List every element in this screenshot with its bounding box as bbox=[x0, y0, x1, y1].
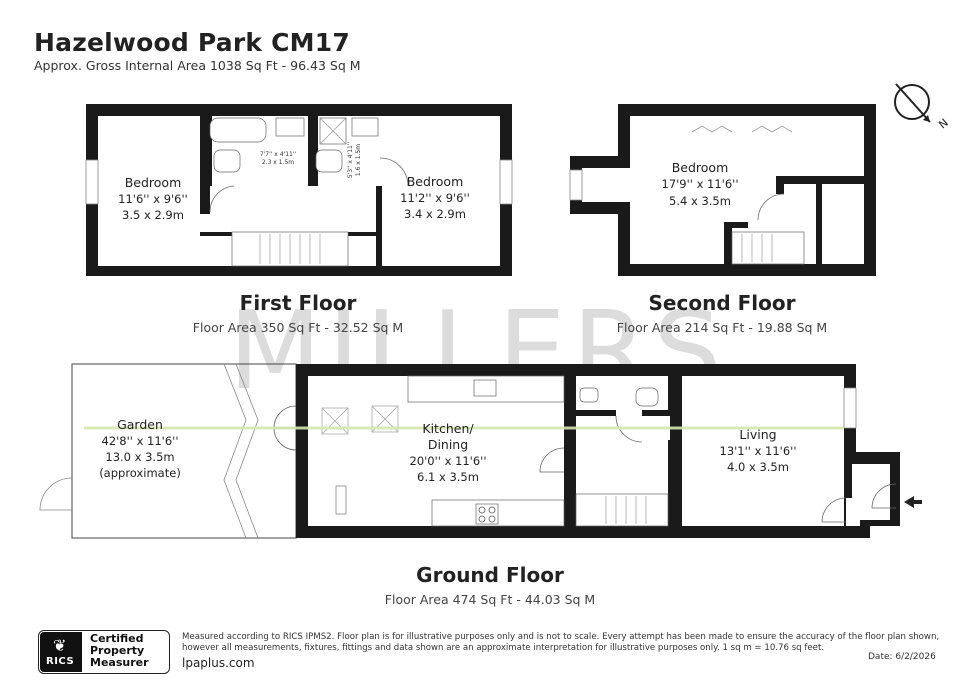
plan-date: Date: 6/2/2026 bbox=[868, 652, 936, 662]
garden-name: Garden bbox=[117, 417, 163, 432]
first-bedroom-1-metric: 3.5 x 2.9m bbox=[122, 208, 184, 222]
website-link[interactable]: lpaplus.com bbox=[182, 656, 255, 670]
ground-floor-label: Ground Floor bbox=[416, 563, 564, 587]
first-bath-2-metric: 1.6 x 1.5m bbox=[355, 144, 362, 176]
ground-floor-area: Floor Area 474 Sq Ft - 44.03 Sq M bbox=[385, 592, 595, 607]
first-bedroom-1-name: Bedroom bbox=[125, 175, 182, 190]
rics-certified-badge bbox=[38, 630, 170, 674]
first-bedroom-2-name: Bedroom bbox=[407, 174, 464, 189]
first-floor-area: Floor Area 350 Sq Ft - 32.52 Sq M bbox=[193, 320, 403, 335]
living-imperial: 13'1'' x 11'6'' bbox=[720, 444, 797, 458]
first-bedroom-1-imperial: 11'6'' x 9'6'' bbox=[118, 192, 188, 206]
ground-floor-plan bbox=[39, 363, 922, 539]
cert-line-3: Measurer bbox=[90, 656, 149, 669]
first-floor-plan bbox=[85, 104, 513, 276]
plan-title: Hazelwood Park CM17 bbox=[34, 28, 350, 57]
second-bedroom-imperial: 17'9'' x 11'6'' bbox=[662, 177, 739, 191]
compass-icon bbox=[894, 83, 931, 123]
kitchen-name-1: Kitchen/ bbox=[422, 421, 474, 436]
rics-logo-text: RICS bbox=[46, 656, 75, 667]
living-metric: 4.0 x 3.5m bbox=[727, 460, 789, 474]
garden-metric: 13.0 x 3.5m bbox=[105, 450, 174, 464]
second-floor-label: Second Floor bbox=[649, 291, 796, 315]
first-bath-1-metric: 2.3 x 1.5m bbox=[262, 159, 294, 166]
first-floor-label: First Floor bbox=[240, 291, 357, 315]
garden-imperial: 42'8'' x 11'6'' bbox=[102, 434, 179, 448]
kitchen-imperial: 20'0'' x 11'6'' bbox=[410, 454, 487, 468]
kitchen-metric: 6.1 x 3.5m bbox=[417, 470, 479, 484]
cert-line-1: Certified bbox=[90, 632, 144, 645]
compass-label: N bbox=[936, 116, 951, 131]
first-bedroom-2-metric: 3.4 x 2.9m bbox=[404, 207, 466, 221]
kitchen-name-2: Dining bbox=[428, 437, 468, 452]
second-bedroom-name: Bedroom bbox=[672, 160, 729, 175]
rics-logo: ❦ RICS bbox=[40, 632, 82, 672]
second-bedroom-metric: 5.4 x 3.5m bbox=[669, 194, 731, 208]
plan-subtitle: Approx. Gross Internal Area 1038 Sq Ft -… bbox=[34, 58, 361, 73]
certified-property-measurer-text: Certified Property Measurer bbox=[90, 633, 149, 669]
second-floor-plan bbox=[569, 104, 876, 276]
rics-emblem-icon: ❦ bbox=[53, 636, 67, 655]
garden-note: (approximate) bbox=[99, 466, 181, 480]
first-bath-2-imperial: 5'3'' x 4'11'' bbox=[347, 141, 354, 178]
first-bedroom-2-imperial: 11'2'' x 9'6'' bbox=[400, 191, 470, 205]
living-name: Living bbox=[739, 427, 776, 442]
first-bath-1-imperial: 7'7'' x 4'11'' bbox=[260, 151, 297, 158]
cert-line-2: Property bbox=[90, 644, 145, 657]
disclaimer-text: Measured according to RICS IPMS2. Floor … bbox=[182, 632, 940, 653]
second-floor-area: Floor Area 214 Sq Ft - 19.88 Sq M bbox=[617, 320, 827, 335]
